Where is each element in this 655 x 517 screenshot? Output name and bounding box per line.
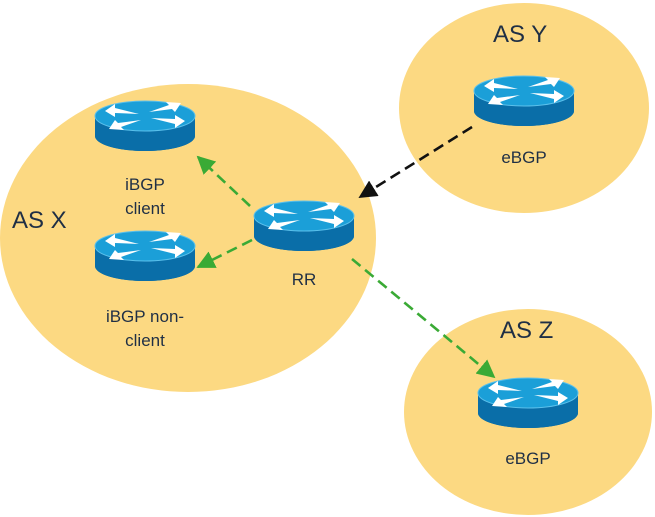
ibgp-client-label-line1: iBGP <box>125 175 165 194</box>
router-ebgp-as-z <box>477 377 579 428</box>
router-icon <box>253 200 355 251</box>
ibgp-client-label-line2: client <box>125 199 165 218</box>
router-icon <box>473 75 575 126</box>
ebgp-as-y-label: eBGP <box>501 148 546 167</box>
ibgp-arrow-rr-to-nonclient <box>196 238 253 269</box>
router-icon <box>94 100 196 151</box>
router-rr <box>253 200 355 251</box>
ebgp-as-z-label: eBGP <box>505 449 550 468</box>
router-ebgp-as-y <box>473 75 575 126</box>
router-ibgp-client <box>94 100 196 151</box>
as-z-label: AS Z <box>500 317 553 344</box>
router-icon <box>94 230 196 281</box>
ebgp-arrow-rr-to-z <box>351 258 496 379</box>
as-y-label: AS Y <box>493 21 547 48</box>
router-ibgp-nonclient <box>94 230 196 281</box>
ibgp-arrow-rr-to-client <box>196 155 251 207</box>
ibgp-nonclient-label-line2: client <box>125 331 165 350</box>
ebgp-arrow-y-to-rr <box>358 125 473 199</box>
router-icon <box>477 377 579 428</box>
rr-label: RR <box>292 270 317 289</box>
as-x-label: AS X <box>12 207 67 234</box>
ibgp-nonclient-label-line1: iBGP non- <box>106 307 184 326</box>
